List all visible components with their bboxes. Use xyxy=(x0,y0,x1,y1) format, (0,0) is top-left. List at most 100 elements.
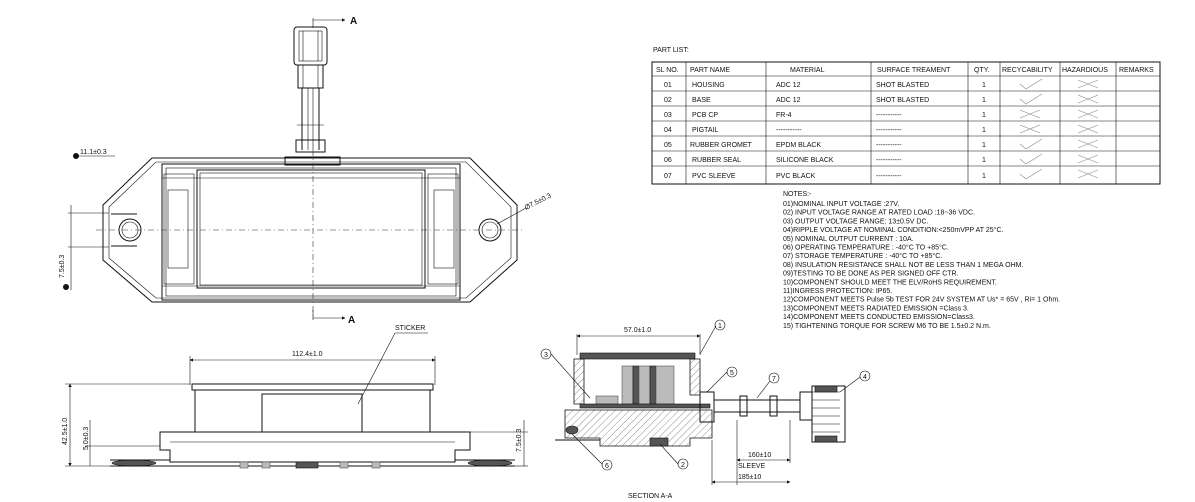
cell-name: PVC SLEEVE xyxy=(692,173,736,180)
cell-qty: 1 xyxy=(982,82,986,89)
cell-name: RUBBER GROMET xyxy=(690,142,753,149)
cell-material: ----------- xyxy=(776,127,802,134)
table-row: 07 PVC SLEEVE PVC BLACK ----------- 1 xyxy=(664,173,986,180)
cell-material: PVC BLACK xyxy=(776,173,816,180)
dim-section-width: 57.0±1.0 xyxy=(624,327,651,334)
cell-name: RUBBER SEAL xyxy=(692,157,741,164)
note-line: 02) INPUT VOLTAGE RANGE AT RATED LOAD :1… xyxy=(783,210,975,217)
table-row: 04 PIGTAIL ----------- ----------- 1 xyxy=(664,127,986,134)
cell-sl: 03 xyxy=(664,112,672,119)
cell-sl: 05 xyxy=(664,142,672,149)
table-row: 03 PCB CP FR-4 ----------- 1 xyxy=(664,112,986,119)
tick-mark-icon xyxy=(1019,138,1043,150)
cell-surface: ----------- xyxy=(876,127,902,134)
part-list-table xyxy=(651,61,1161,185)
section-mark-top: A xyxy=(350,16,357,27)
section-view: 57.0±1.0 xyxy=(540,319,871,500)
cell-qty: 1 xyxy=(982,127,986,134)
dim-length: 112.4±1.0 xyxy=(292,351,323,358)
balloon-1: 1 xyxy=(718,323,722,330)
cross-mark-icon xyxy=(1077,169,1099,179)
cross-mark-icon xyxy=(1077,154,1099,164)
note-line: 06) OPERATING TEMPERATURE : -40°C TO +85… xyxy=(783,244,949,252)
cell-material: FR-4 xyxy=(776,112,792,119)
side-view: 112.4±1.0 STICKER 42.5±1.0 5.0±0.3 xyxy=(62,325,528,469)
table-row: 05 RUBBER GROMET EPDM BLACK ----------- … xyxy=(664,142,986,149)
connector xyxy=(293,26,328,153)
balloon-5: 5 xyxy=(730,370,734,377)
cell-surface: ----------- xyxy=(876,142,902,149)
note-line: 13)COMPONENT MEETS RADIATED EMISSION =Cl… xyxy=(783,305,969,312)
cell-material: ADC 12 xyxy=(776,97,801,104)
cross-mark-icon xyxy=(1019,124,1041,134)
note-line: 09)TESTING TO BE DONE AS PER SIGNED OFF … xyxy=(783,271,959,278)
tick-mark-icon xyxy=(1019,93,1043,105)
cell-qty: 1 xyxy=(982,142,986,149)
note-line: 05) NOMINAL OUTPUT CURRENT : 10A. xyxy=(783,236,914,243)
header-material: MATERIAL xyxy=(790,67,825,74)
part-list: PART LIST: SL NO. PART NAME MATERIAL SUR… xyxy=(651,47,1161,185)
cell-sl: 04 xyxy=(664,127,672,134)
housing-inner-frame xyxy=(161,163,461,301)
dim-sleeve-length: 160±10 xyxy=(748,452,771,459)
sleeve-label: SLEEVE xyxy=(738,463,766,470)
cell-material: EPDM BLACK xyxy=(776,142,821,149)
table-row: 02 BASE ADC 12 SHOT BLASTED 1 xyxy=(664,97,986,104)
cell-surface: SHOT BLASTED xyxy=(876,82,929,89)
cross-mark-icon xyxy=(1077,139,1099,149)
header-qty: QTY. xyxy=(974,67,989,74)
balloon-3: 3 xyxy=(544,352,548,359)
dim-base: 5.0±0.3 xyxy=(83,427,90,450)
cell-material: ADC 12 xyxy=(776,82,801,89)
cross-mark-icon xyxy=(1077,94,1099,104)
cell-name: BASE xyxy=(692,97,711,104)
notes: NOTES:- 01)NOMINAL INPUT VOLTAGE :27V. 02… xyxy=(783,191,1060,330)
cross-mark-icon xyxy=(1077,79,1099,89)
header-hazardous: HAZARDIOUS xyxy=(1062,67,1108,74)
header-part-name: PART NAME xyxy=(690,67,730,74)
cell-name: PCB CP xyxy=(692,112,718,119)
dim-hole-offset: 11.1±0.3 xyxy=(80,149,107,156)
housing-outline xyxy=(102,157,518,303)
dim-right: 7.5±0.3 xyxy=(516,429,523,452)
dim-hole-diameter: Ø7.5±0.3 xyxy=(524,192,553,211)
balloon-6: 6 xyxy=(605,463,609,470)
notes-list: 01)NOMINAL INPUT VOLTAGE :27V. 02) INPUT … xyxy=(783,201,1060,330)
base-section xyxy=(564,409,713,447)
note-line: 10)COMPONENT SHOULD MEET THE ELV/RoHS RE… xyxy=(783,279,997,286)
recyc-haz-marks xyxy=(1019,78,1099,180)
cross-mark-icon xyxy=(1077,124,1099,134)
tick-mark-icon xyxy=(1019,168,1043,180)
note-line: 11)INGRESS PROTECTION: IP65. xyxy=(783,288,892,295)
cell-sl: 01 xyxy=(664,82,672,89)
cell-surface: ----------- xyxy=(876,112,902,119)
sticker-label: STICKER xyxy=(395,325,425,332)
table-row: 01 HOUSING ADC 12 SHOT BLASTED 1 xyxy=(664,82,986,89)
notes-title: NOTES:- xyxy=(783,191,812,198)
balloon-7: 7 xyxy=(772,376,776,383)
section-title: SECTION A-A xyxy=(628,493,673,500)
cell-surface: SHOT BLASTED xyxy=(876,97,929,104)
table-row: 06 RUBBER SEAL SILICONE BLACK ----------… xyxy=(664,157,986,164)
foot-right xyxy=(467,459,513,467)
note-line: 15) TIGHTENING TORQUE FOR SCREW M6 TO BE… xyxy=(783,323,991,330)
cell-name: PIGTAIL xyxy=(692,127,718,134)
note-line: 14)COMPONENT MEETS CONDUCTED EMISSION=Cl… xyxy=(783,314,975,321)
balloon-2: 2 xyxy=(681,462,685,469)
cell-qty: 1 xyxy=(982,97,986,104)
cell-material: SILICONE BLACK xyxy=(776,157,834,164)
housing-top xyxy=(191,383,434,391)
note-line: 08) INSULATION RESISTANCE SHALL NOT BE L… xyxy=(783,262,1023,269)
note-line: 01)NOMINAL INPUT VOLTAGE :27V. xyxy=(783,201,899,208)
sticker-area xyxy=(261,393,363,433)
header-sl-no: SL NO. xyxy=(656,67,679,74)
note-line: 12)COMPONENT MEETS Pulse 5b TEST FOR 24V… xyxy=(783,297,1060,304)
cell-sl: 07 xyxy=(664,173,672,180)
header-surface: SURFACE TREAMENT xyxy=(877,67,951,74)
balloon-4: 4 xyxy=(863,374,867,381)
note-line: 04)RIPPLE VOLTAGE AT NOMINAL CONDITION:<… xyxy=(783,226,1004,234)
cell-qty: 1 xyxy=(982,112,986,119)
cross-mark-icon xyxy=(1019,109,1041,119)
header-remarks: REMARKS xyxy=(1119,67,1154,74)
